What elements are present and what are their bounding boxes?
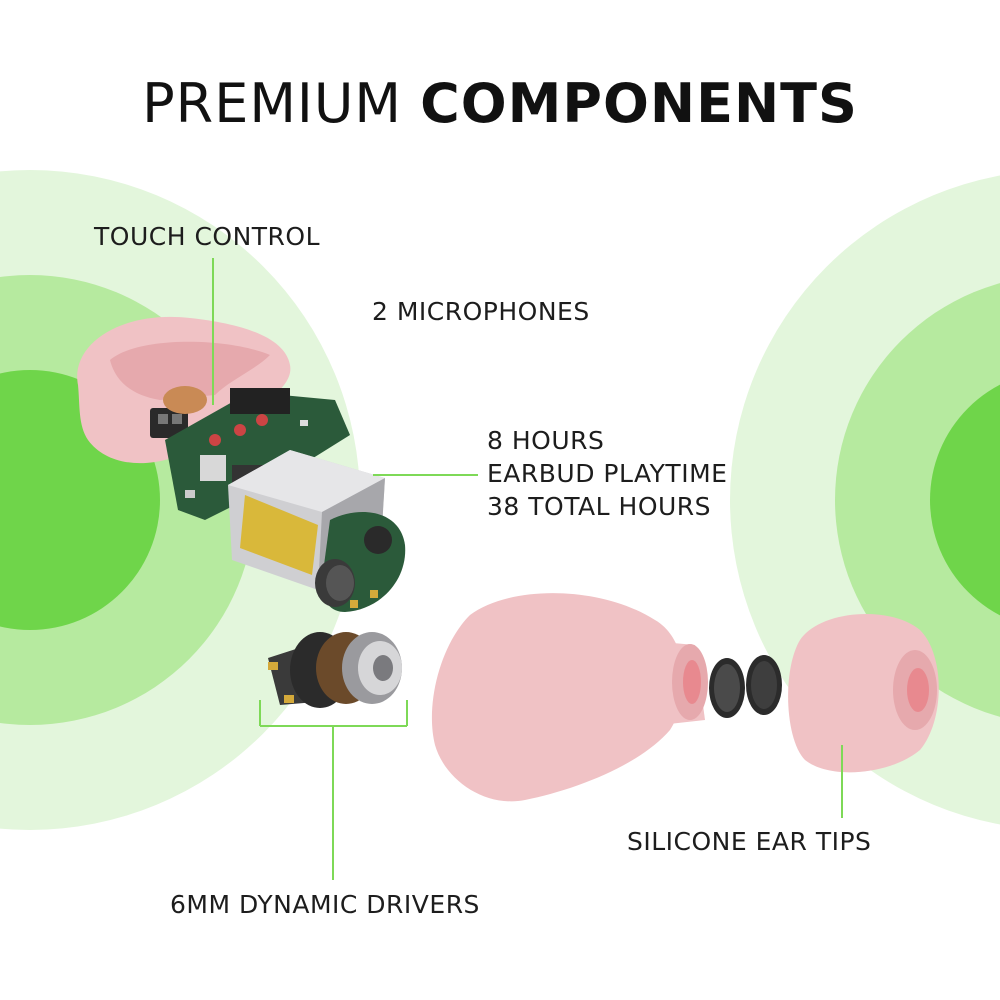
label-touch-control: TOUCH CONTROL [94,222,321,251]
label-drivers: 6MM DYNAMIC DRIVERS [170,890,480,919]
playtime-line-1: 8 HOURS [487,426,605,455]
leader-lines [212,258,843,880]
mesh-filters [709,655,782,718]
page-title: PREMIUM COMPONENTS [0,72,1000,135]
earbud-touch-shell [77,316,291,464]
silicone-ear-tip [788,613,939,773]
playtime-line-2: EARBUD PLAYTIME [487,459,728,488]
playtime-line-3: 38 TOTAL HOURS [487,492,712,521]
secondary-pcb [315,512,406,612]
label-microphones: 2 MICROPHONES [372,297,590,326]
title-light: PREMIUM [142,72,402,135]
title-bold: COMPONENTS [420,72,858,135]
dynamic-driver [268,632,402,708]
earbud-body [431,593,708,802]
label-ear-tips: SILICONE EAR TIPS [627,827,872,856]
label-playtime: 8 HOURS EARBUD PLAYTIME 38 TOTAL HOURS [487,424,727,523]
